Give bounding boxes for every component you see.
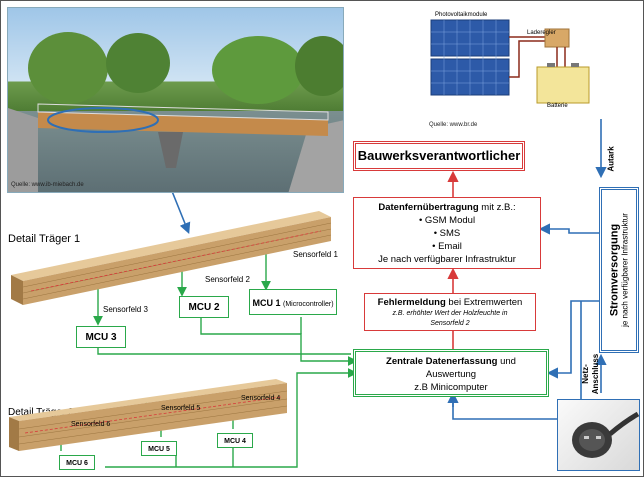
mcu6-box: MCU 6 — [59, 455, 95, 470]
remote-footer: Je nach verfügbarer Infrastruktur — [378, 254, 516, 265]
remote-item: • GSM Modul — [418, 215, 476, 226]
grid-label-line1: Netz- — [581, 364, 590, 384]
battery-label: Batterie — [547, 103, 568, 109]
sensor5-arrow — [145, 401, 162, 437]
battery-icon — [536, 66, 590, 104]
solar-schematic: Photovoltaikmodule Laderegler Batterie — [427, 7, 602, 119]
error-note-line2: Sensorfeld 2 — [430, 320, 470, 327]
central-to-power-link — [452, 301, 582, 420]
beam2-link — [105, 368, 358, 468]
beam2-sensor4-label: Sensorfeld 4 — [241, 395, 281, 402]
mcu4-box: MCU 4 — [217, 433, 253, 448]
sensor4-arrow — [220, 393, 234, 429]
mcu5-box: MCU 5 — [141, 441, 177, 456]
power-supply-box: Stromversorgung je nach verfügbarer Infr… — [599, 187, 639, 353]
autark-label-wrap: Autark — [604, 139, 618, 179]
beam1-sensor1-label: Sensorfeld 1 — [293, 250, 338, 259]
beam2-sensor5-label: Sensorfeld 5 — [161, 405, 201, 412]
remote-item: • SMS — [433, 228, 461, 239]
remote-transfer-box: Datenfernübertragung mit z.B.: • GSM Mod… — [353, 197, 541, 269]
error-message-box: Fehlermeldung bei Extremwerten z.B. erhö… — [364, 293, 536, 331]
central-title: Zentrale Datenerfassung und — [386, 356, 516, 367]
power-to-central-arrow — [546, 300, 599, 379]
remote-title: Datenfernübertragung mit z.B.: — [378, 202, 516, 213]
autark-label: Autark — [606, 146, 616, 172]
power-to-remote-arrow — [538, 223, 599, 235]
regulator-label: Laderegler — [527, 30, 556, 36]
mcu1-box: MCU 1 (Microcontroller) — [249, 289, 337, 315]
highlight-ellipse — [47, 107, 159, 133]
power-subtitle: je nach verfügbarer Infrastruktur — [620, 213, 630, 327]
beam1-title: Detail Träger 1 — [8, 233, 81, 245]
bridge-photo: Quelle: www.ib-miebach.de — [7, 7, 344, 193]
error-note-line1: z.B. erhöhter Wert der Holzfeuchte in — [392, 310, 508, 317]
grid-label-wrap: Netz- Anschluss — [576, 353, 606, 395]
mcu3-link — [97, 347, 351, 355]
beam2-title: Detail Träger 2 — [8, 407, 74, 418]
central-line2: Auswertung — [425, 369, 477, 380]
solar-credit: Quelle: www.br.de — [429, 122, 478, 128]
grid-label-line2: Anschluss — [591, 353, 600, 395]
beam1-sensor3-label: Sensorfeld 3 — [103, 305, 148, 314]
central-data-box: Zentrale Datenerfassung und Auswertung z… — [353, 349, 549, 397]
mcu2-box: MCU 2 — [179, 296, 229, 318]
mcu3-box: MCU 3 — [76, 326, 126, 348]
error-title: Fehlermeldung bei Extremwerten — [377, 297, 523, 308]
beam1-sensor2-label: Sensorfeld 2 — [205, 275, 250, 284]
module-label: Photovoltaikmodule — [435, 12, 488, 18]
remote-item: • Email — [432, 241, 462, 252]
central-line3: z.B Minicomputer — [414, 382, 488, 393]
responsible-box: Bauwerksverantwortlicher — [353, 141, 525, 171]
photo-credit: Quelle: www.ib-miebach.de — [11, 182, 84, 188]
power-plug-icon — [557, 399, 640, 471]
beam2-sensor6-label: Sensorfeld 6 — [71, 421, 111, 428]
power-title: Stromversorgung — [608, 223, 621, 317]
